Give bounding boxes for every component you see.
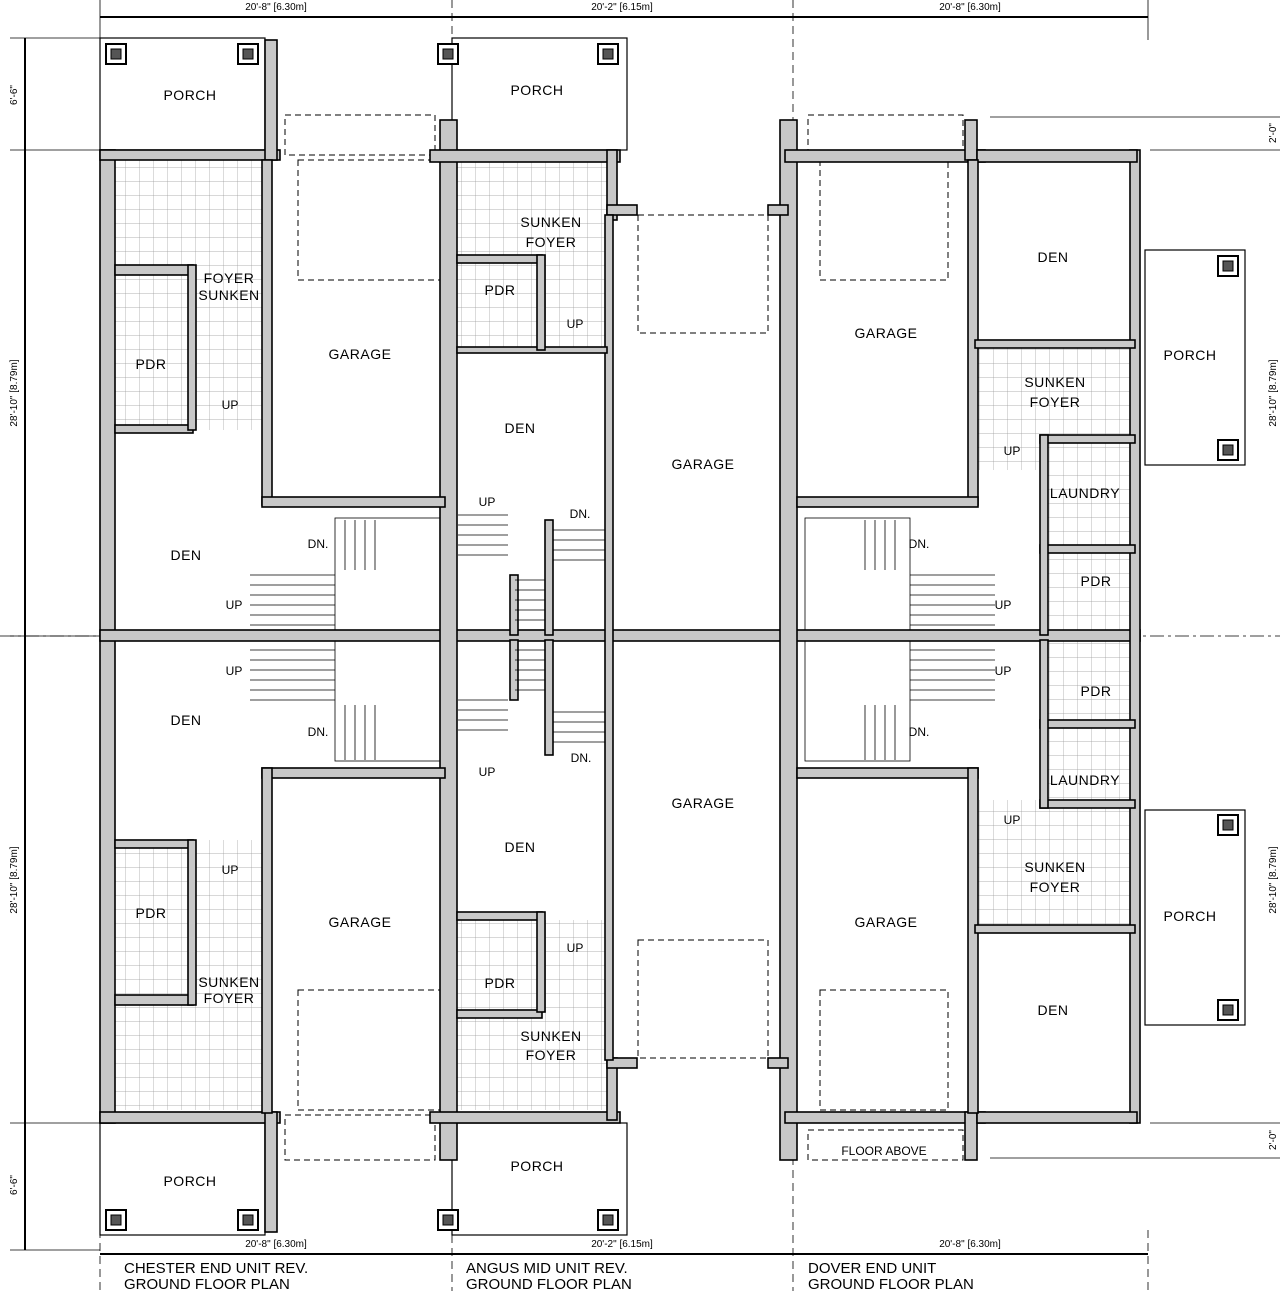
room-label-foyer: FOYER — [1030, 394, 1081, 410]
room-label-pdr: PDR — [1080, 683, 1111, 699]
room-label-pdr: PDR — [484, 975, 515, 991]
walls — [99, 39, 1141, 1233]
porch-posts — [105, 43, 1239, 1231]
dimension-label: 20'-8" [6.30m] — [245, 2, 307, 13]
dimension-label: 28'-10" [8.79m] — [1268, 846, 1279, 913]
stair-up-label: UP — [995, 664, 1012, 678]
stair-up-label: UP — [567, 317, 584, 331]
unit-subtitle: GROUND FLOOR PLAN — [466, 1276, 632, 1291]
unit-subtitle: GROUND FLOOR PLAN — [808, 1276, 974, 1291]
stair-down-label: DN. — [308, 537, 329, 551]
room-labels: PORCH PORCH PORCH PORCH PORCH PORCH GARA… — [135, 82, 1216, 1189]
room-label-foyer: FOYER — [204, 990, 255, 1006]
dimension-label: 20'-2" [6.15m] — [591, 1239, 653, 1250]
right-dimension-line: 2'-0" 28'-10" [8.79m] 28'-10" [8.79m] 2'… — [990, 116, 1280, 1159]
room-label-laundry: LAUNDRY — [1050, 772, 1120, 788]
room-label-porch: PORCH — [1163, 908, 1216, 924]
stair-up-label: UP — [995, 598, 1012, 612]
room-label-sunken: SUNKEN — [198, 287, 259, 303]
room-label-sunken: SUNKEN — [520, 214, 581, 230]
stair-down-label: DN. — [909, 725, 930, 739]
room-label-pdr: PDR — [1080, 573, 1111, 589]
room-label-foyer: FOYER — [1030, 879, 1081, 895]
room-label-garage: GARAGE — [672, 456, 735, 472]
room-label-laundry: LAUNDRY — [1050, 485, 1120, 501]
dimension-label: 28'-10" [8.79m] — [9, 846, 20, 913]
room-label-sunken: SUNKEN — [198, 974, 259, 990]
left-dimension-line: 6'-6" 28'-10" [8.79m] 28'-10" [8.79m] 6'… — [9, 37, 100, 1251]
stair-down-label: DN. — [308, 725, 329, 739]
stair-down-label: DN. — [570, 507, 591, 521]
room-label-porch: PORCH — [510, 82, 563, 98]
porches — [99, 37, 1246, 1236]
tiled-floors — [115, 160, 1138, 1110]
stair-down-label: DN. — [571, 751, 592, 765]
bottom-dimension-line: 20'-8" [6.30m] 20'-2" [6.15m] 20'-8" [6.… — [99, 1230, 1149, 1291]
stair-down-label: DN. — [909, 537, 930, 551]
room-label-den: DEN — [170, 712, 201, 728]
room-label-porch: PORCH — [1163, 347, 1216, 363]
room-label-foyer: FOYER — [526, 234, 577, 250]
stair-up-label: UP — [479, 495, 496, 509]
room-label-sunken: SUNKEN — [520, 1028, 581, 1044]
stair-up-label: UP — [1004, 813, 1021, 827]
room-label-foyer: FOYER — [526, 1047, 577, 1063]
room-label-garage: GARAGE — [855, 914, 918, 930]
room-label-den: DEN — [170, 547, 201, 563]
dimension-label: 6'-6" — [9, 85, 20, 105]
stair-up-label: UP — [226, 664, 243, 678]
room-label-pdr: PDR — [135, 356, 166, 372]
stair-up-label: UP — [1004, 444, 1021, 458]
dimension-label: 20'-8" [6.30m] — [939, 1239, 1001, 1250]
room-label-porch: PORCH — [163, 1173, 216, 1189]
dimension-label: 28'-10" [8.79m] — [9, 359, 20, 426]
stairs — [250, 514, 995, 762]
room-label-foyer: FOYER — [204, 270, 255, 286]
unit-titles: CHESTER END UNIT REV. GROUND FLOOR PLAN … — [124, 1260, 974, 1291]
dimension-label: 20'-2" [6.15m] — [591, 2, 653, 13]
room-label-sunken: SUNKEN — [1024, 374, 1085, 390]
stair-up-label: UP — [567, 941, 584, 955]
stair-up-label: UP — [222, 398, 239, 412]
stair-up-label: UP — [222, 863, 239, 877]
room-label-garage: GARAGE — [855, 325, 918, 341]
room-label-porch: PORCH — [163, 87, 216, 103]
room-label-sunken: SUNKEN — [1024, 859, 1085, 875]
stair-up-label: UP — [226, 598, 243, 612]
room-label-den: DEN — [504, 420, 535, 436]
dimension-label: 2'-0" — [1268, 123, 1279, 143]
room-label-pdr: PDR — [484, 282, 515, 298]
room-label-porch: PORCH — [510, 1158, 563, 1174]
room-label-garage: GARAGE — [329, 914, 392, 930]
room-label-garage: GARAGE — [672, 795, 735, 811]
dimension-label: 6'-6" — [9, 1175, 20, 1195]
dimension-label: 20'-8" [6.30m] — [245, 1239, 307, 1250]
room-label-den: DEN — [1037, 1002, 1068, 1018]
room-label-den: DEN — [504, 839, 535, 855]
unit-title-angus: ANGUS MID UNIT REV. — [466, 1260, 628, 1277]
dimension-label: 20'-8" [6.30m] — [939, 2, 1001, 13]
floor-above-label: FLOOR ABOVE — [841, 1144, 926, 1158]
unit-title-chester: CHESTER END UNIT REV. — [124, 1260, 308, 1277]
room-label-pdr: PDR — [135, 905, 166, 921]
room-label-garage: GARAGE — [329, 346, 392, 362]
unit-subtitle: GROUND FLOOR PLAN — [124, 1276, 290, 1291]
stair-up-label: UP — [479, 765, 496, 779]
unit-title-dover: DOVER END UNIT — [808, 1260, 936, 1277]
dimension-label: 28'-10" [8.79m] — [1268, 359, 1279, 426]
dimension-label: 2'-0" — [1268, 1130, 1279, 1150]
room-label-den: DEN — [1037, 249, 1068, 265]
